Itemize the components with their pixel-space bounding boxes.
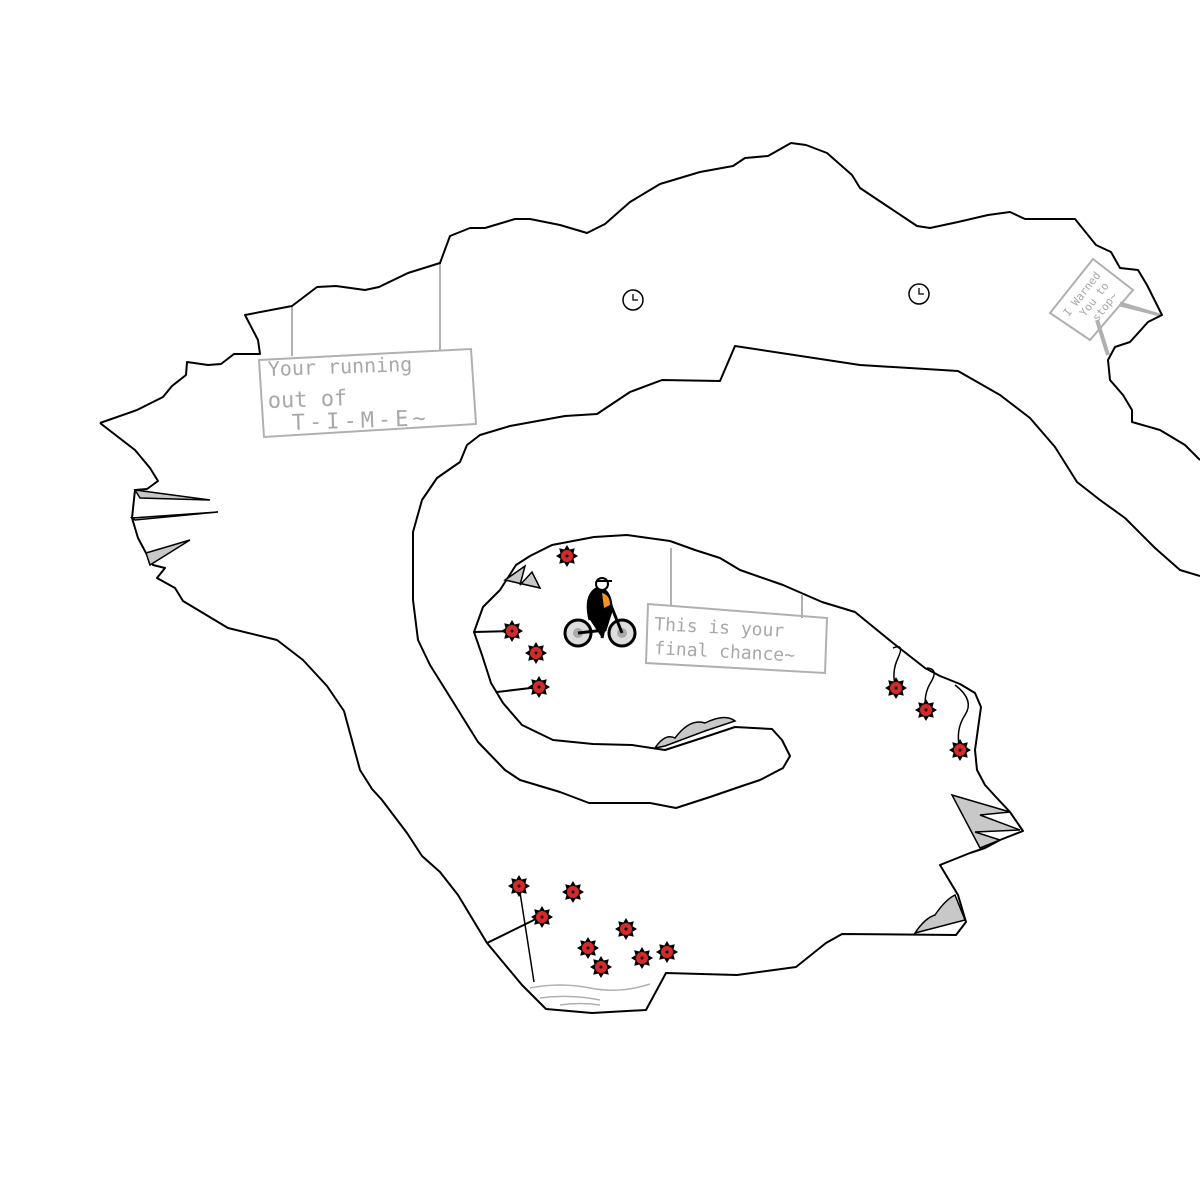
- clock-powerup: [622, 289, 644, 311]
- mine: [656, 941, 678, 963]
- sign-running-out-line1: Your running: [267, 352, 412, 381]
- mine: [508, 875, 530, 897]
- mine: [885, 677, 907, 699]
- spikes: [129, 489, 1021, 935]
- scenery-layer: [257, 257, 1161, 1006]
- mine: [615, 918, 637, 940]
- mine: [525, 642, 547, 664]
- mine: [949, 739, 971, 761]
- mine: [915, 699, 937, 721]
- mine: [531, 906, 553, 928]
- sign-final-chance-line1: This is your: [654, 614, 785, 642]
- rider-bike: [563, 577, 637, 648]
- mines-layer: [501, 545, 971, 978]
- track-lines: [99, 142, 1200, 1014]
- sign-running-out-line3: T-I-M-E~: [291, 406, 430, 436]
- mine: [631, 947, 653, 969]
- sign-final-chance-line2: final chance~: [654, 638, 796, 666]
- mine: [556, 545, 578, 567]
- mine: [528, 676, 550, 698]
- sign-running-out: [257, 347, 478, 439]
- clock-powerup: [908, 283, 930, 305]
- mine: [501, 620, 523, 642]
- mine: [590, 956, 612, 978]
- sign-warned: [1048, 257, 1135, 342]
- mine: [577, 937, 599, 959]
- sign-running-out-line2: out of: [267, 386, 347, 414]
- sign-final-chance: [644, 602, 829, 675]
- mine: [562, 881, 584, 903]
